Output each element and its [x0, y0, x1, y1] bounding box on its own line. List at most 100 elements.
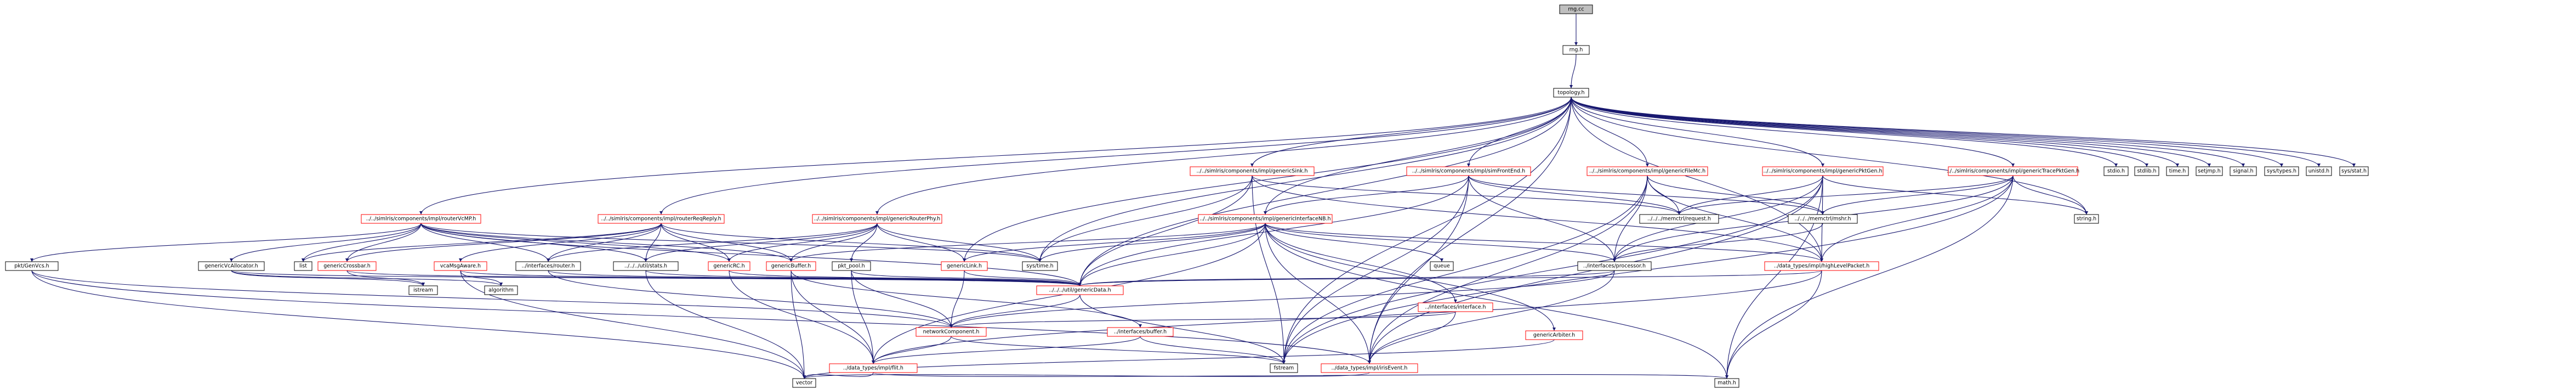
arrowhead — [1440, 258, 1443, 262]
dependency-edge — [964, 223, 1266, 262]
dependency-edge — [1726, 175, 1823, 379]
dependency-edge — [346, 270, 424, 286]
dependency-edge — [851, 270, 874, 364]
node-front-end[interactable]: ../../simlris/components/impl/simFrontEn… — [1406, 166, 1531, 176]
node-generic-link[interactable]: genericLink.h — [941, 261, 988, 271]
node-irls-event[interactable]: ../data_types/impl/irisEvent.h — [1321, 363, 1418, 373]
dependency-edge — [1647, 175, 1823, 215]
dependency-edge — [964, 270, 1081, 286]
node-memctrl-request: ../../../memctrl/request.h — [1639, 214, 1719, 224]
dependency-edge — [1252, 175, 1284, 364]
node-box — [1559, 4, 1593, 14]
dependency-edge — [851, 270, 952, 328]
node-label: ../interfaces/processor.h — [1583, 263, 1646, 269]
node-rng-cc: rng.cc — [1559, 4, 1593, 14]
dependency-edge — [951, 294, 1081, 328]
arrowhead — [1282, 360, 1286, 364]
node-label: genericArbiter.h — [1533, 332, 1575, 339]
node-label: sys/stat.h — [2341, 168, 2367, 174]
node-label: string.h — [2077, 216, 2096, 222]
dependency-edge — [1369, 311, 1456, 364]
node-box — [1764, 261, 1879, 271]
node-router-vcmp[interactable]: ../../simlris/components/impl/routerVcMP… — [361, 214, 481, 224]
node-generic-sink[interactable]: ../../simlris/components/impl/genericSin… — [1190, 166, 1315, 176]
dependency-edge — [1468, 175, 1615, 262]
dependency-edge — [460, 223, 662, 262]
arrowhead — [1139, 324, 1142, 328]
dependency-edge — [791, 223, 878, 262]
dependency-edge — [1571, 54, 1577, 89]
node-box — [1198, 214, 1333, 224]
dependency-edge — [1252, 175, 1822, 262]
node-vca-msg-aware[interactable]: vcaMsgAware.h — [434, 261, 487, 271]
dependency-edge — [1369, 175, 1469, 364]
node-box — [1321, 363, 1418, 373]
node-generic-file-mc[interactable]: ../../simlris/components/impl/genericFil… — [1586, 166, 1708, 176]
node-interfaces-interface[interactable]: ../interfaces/interface.h — [1418, 302, 1493, 312]
node-flit-h[interactable]: ../data_types/impl/flit.h — [829, 363, 918, 373]
dependency-edge — [1822, 175, 2087, 215]
dependency-edge — [1265, 223, 1442, 262]
dependency-edge — [1283, 175, 1648, 364]
dependency-edge — [1039, 223, 1266, 262]
node-generic-crossbar[interactable]: genericCrossbar.h — [317, 261, 377, 271]
node-network-component[interactable]: networkComponent.h — [915, 327, 987, 337]
node-label: sys/time.h — [1026, 263, 1053, 269]
node-label: ../data_types/impl/flit.h — [843, 365, 903, 371]
dependency-edge — [1265, 97, 1572, 215]
dependency-edge — [1079, 175, 1469, 286]
node-pkt-pool: pkt_pool.h — [832, 261, 871, 271]
node-label: ../../simlris/components/impl/routerVcMP… — [366, 216, 476, 222]
node-istream: istream — [408, 285, 438, 295]
node-label: vector — [796, 380, 812, 386]
node-algorithm: algorithm — [484, 285, 518, 295]
dependency-edge — [1079, 270, 1615, 286]
node-generic-rc[interactable]: genericRC.h — [708, 261, 750, 271]
node-label: vcaMsgAware.h — [440, 263, 481, 269]
node-box — [1553, 88, 1589, 98]
node-generic-buffer[interactable]: genericBuffer.h — [766, 261, 816, 271]
node-box — [484, 285, 518, 295]
arrowhead — [1613, 258, 1616, 262]
node-router-req-reply[interactable]: ../../simlris/components/impl/routerReqR… — [598, 214, 725, 224]
node-generic-interface-nb[interactable]: ../../simlris/components/impl/genericInt… — [1198, 214, 1333, 224]
dependency-edge — [1283, 175, 1823, 364]
dependency-edge — [1265, 223, 1370, 364]
node-box — [2339, 166, 2369, 176]
node-generic-pkt-gen[interactable]: ../../simlris/components/impl/genericPkt… — [1762, 166, 1884, 176]
dependency-edge — [1571, 97, 2087, 215]
node-high-level-packet[interactable]: ../data_types/impl/highLevelPacket.h — [1764, 261, 1879, 271]
arrowhead — [1677, 211, 1681, 215]
arrowhead — [2176, 164, 2179, 167]
node-generic-trace-pkt-gen[interactable]: ../../simlris/components/impl/genericTra… — [1947, 166, 2079, 176]
dependency-edge — [1468, 175, 1680, 215]
node-util-generic-data[interactable]: ../../../util/genericData.h — [1036, 285, 1124, 295]
dependency-edge — [804, 372, 874, 379]
node-signal-h: signal.h — [2230, 166, 2257, 176]
node-box — [613, 261, 679, 271]
node-string-h: string.h — [2074, 214, 2099, 224]
dependency-edge — [1283, 97, 1572, 364]
node-label: ../data_types/impl/highLevelPacket.h — [1774, 263, 1869, 269]
node-interfaces-buffer[interactable]: ../interfaces/buffer.h — [1107, 327, 1174, 337]
dependency-edge — [1265, 223, 1456, 303]
node-generic-arbiter[interactable]: genericArbiter.h — [1525, 330, 1583, 340]
node-label: pkt/GenVcs.h — [14, 263, 49, 269]
node-label: topology.h — [1557, 90, 1584, 96]
dependency-edge — [1679, 175, 2014, 215]
node-box — [1762, 166, 1884, 176]
node-router-phy[interactable]: ../../simlris/components/impl/genericRou… — [812, 214, 942, 224]
node-box — [1577, 261, 1652, 271]
node-topology-h: topology.h — [1553, 88, 1589, 98]
dependency-edge — [1614, 223, 1823, 262]
node-box — [1107, 327, 1174, 337]
dependency-edge — [1265, 223, 1615, 262]
dependency-edge — [1571, 97, 2014, 167]
arrowhead — [963, 258, 966, 262]
node-interfaces-router: ../interfaces/router.h — [515, 261, 581, 271]
dependency-edge — [661, 97, 1572, 215]
dependency-edge — [548, 223, 878, 262]
dependency-edge — [31, 223, 422, 262]
node-box — [1586, 166, 1708, 176]
